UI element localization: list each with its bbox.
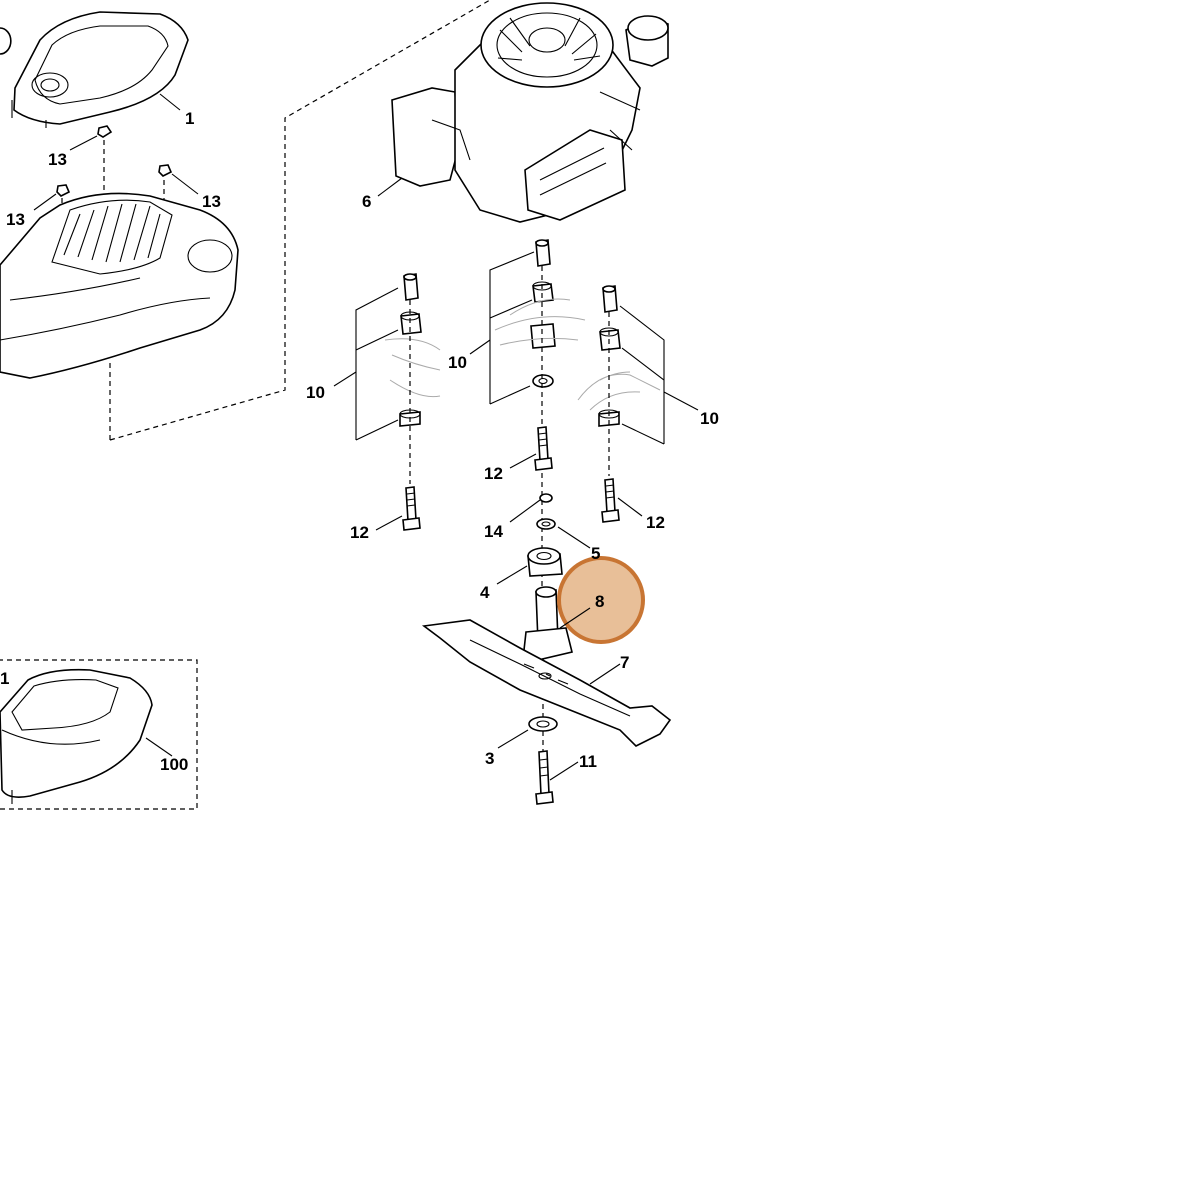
leader-7 [589, 663, 621, 685]
spacer-upper-center[interactable] [532, 281, 554, 303]
callout-10-right: 10 [700, 409, 719, 428]
callout-1-inset: 1 [0, 669, 9, 688]
top-cover[interactable] [11, 11, 189, 128]
leader-5 [557, 526, 591, 549]
leader-3 [497, 729, 529, 749]
leader-13a [69, 135, 98, 151]
leader-8 [559, 607, 591, 629]
leader-1 [159, 93, 181, 111]
highlight-circle[interactable] [557, 556, 645, 644]
bushing-center[interactable] [530, 323, 556, 349]
leader-12-left [375, 515, 403, 531]
deck-ghost-left [384, 338, 441, 398]
callout-12-left: 12 [350, 523, 369, 542]
callout-12-center: 12 [484, 464, 503, 483]
spacer-upper-right[interactable] [599, 327, 621, 351]
washer-14[interactable] [539, 493, 553, 503]
washer-right[interactable] [598, 409, 620, 427]
callout-4: 4 [480, 583, 490, 602]
washer-center[interactable] [532, 374, 554, 388]
engine[interactable] [391, 2, 669, 223]
callout-13-a: 13 [48, 150, 67, 169]
leader-12-center [509, 453, 537, 469]
bracket-10-left [355, 287, 399, 441]
engine-shroud[interactable] [0, 192, 239, 379]
bracket-10-center [489, 251, 535, 405]
callout-1: 1 [185, 109, 194, 128]
blade-7[interactable] [421, 619, 672, 747]
leader-10-center [469, 339, 491, 355]
blade-adapter-8[interactable] [523, 586, 573, 661]
leader-10-right [663, 391, 699, 411]
inset-cover[interactable] [0, 668, 153, 804]
pulley-4[interactable] [527, 547, 563, 577]
leader-14 [509, 499, 541, 523]
deck-ghost-center [494, 298, 586, 346]
nut-13-a[interactable] [97, 125, 113, 138]
bracket-10-right [619, 305, 665, 445]
washer-3[interactable] [528, 716, 558, 732]
nut-13-b[interactable] [158, 164, 173, 177]
callout-5: 5 [591, 544, 600, 563]
bolt-12-right[interactable] [601, 478, 620, 523]
deck-ghost-right [577, 371, 661, 411]
callout-11: 11 [579, 752, 597, 771]
leader-11 [549, 761, 579, 781]
washer-5[interactable] [536, 518, 556, 530]
leader-13b [171, 173, 199, 195]
callout-8: 8 [595, 592, 604, 611]
bolt-upper-left[interactable] [403, 273, 419, 301]
callout-13-b: 13 [202, 192, 221, 211]
inset-box [0, 659, 198, 810]
bolt-12-center[interactable] [534, 426, 553, 471]
callout-3: 3 [485, 749, 494, 768]
bolt-12-left[interactable] [402, 486, 421, 531]
leader-100 [145, 737, 173, 757]
spacer-upper-left[interactable] [400, 311, 422, 335]
leader-13c [33, 193, 57, 211]
callout-7: 7 [620, 653, 629, 672]
bolt-upper-right[interactable] [602, 285, 618, 313]
bolt-upper-center[interactable] [535, 239, 551, 267]
nut-13-c[interactable] [56, 184, 71, 197]
bolt-11[interactable] [535, 750, 554, 805]
callout-12-right: 12 [646, 513, 665, 532]
leader-10-left [333, 371, 357, 387]
callout-6: 6 [362, 192, 371, 211]
callout-10-center: 10 [448, 353, 467, 372]
leader-12-right [617, 497, 643, 517]
leader-4 [496, 565, 528, 585]
edge-circle [0, 27, 12, 55]
leader-6 [377, 177, 403, 197]
callout-13-c: 13 [6, 210, 25, 229]
assembly-frame [109, 0, 491, 441]
callout-14: 14 [484, 522, 503, 541]
callout-100: 100 [160, 755, 188, 774]
callout-10-left: 10 [306, 383, 325, 402]
